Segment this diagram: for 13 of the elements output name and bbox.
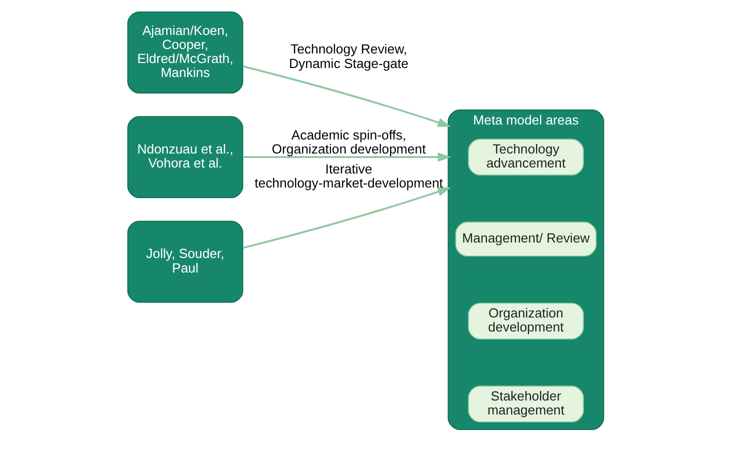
arrow (242, 152, 451, 162)
node-box: Ajamian/Koen, Cooper, Eldred/McGrath, Mankins (126, 12, 243, 94)
node-box: Technology advancement (467, 138, 584, 176)
node-box: Management/ Review (454, 222, 596, 257)
edge-label: Iterative technology-market-development (254, 161, 442, 190)
node-box: Stakeholder management (467, 386, 584, 422)
node-box: Jolly, Souder, Paul (126, 220, 243, 303)
edge-label: Academic spin-offs, Organization development (271, 127, 426, 157)
arrow (242, 65, 450, 127)
node-box: Organization development (467, 302, 584, 340)
node-box: Ndonzuau et al., Vohora et al. (126, 116, 243, 198)
edge-label: Technology Review, Dynamic Stage-gate (288, 42, 408, 71)
arrow (242, 187, 450, 249)
